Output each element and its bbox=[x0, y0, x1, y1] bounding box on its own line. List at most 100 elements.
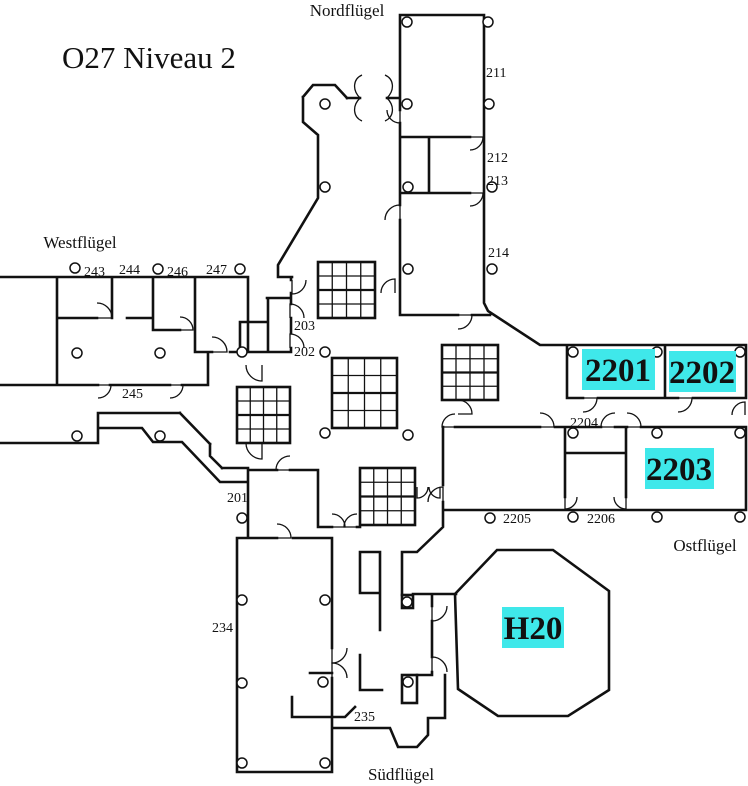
column-marker-circle bbox=[154, 430, 166, 442]
door-arc bbox=[289, 303, 305, 319]
room-label-2204: 2204 bbox=[570, 416, 598, 431]
room-label-203: 203 bbox=[294, 319, 315, 334]
stair-grid bbox=[330, 356, 399, 430]
column-marker-circle bbox=[236, 677, 248, 689]
column-marker-circle bbox=[402, 181, 414, 193]
door-arc bbox=[677, 397, 693, 413]
room-label-2206: 2206 bbox=[587, 512, 615, 527]
room-h20-label: H20 bbox=[504, 611, 563, 647]
wing-label-west: Westflügel bbox=[43, 233, 116, 252]
door-arc bbox=[431, 656, 448, 673]
room-label-212: 212 bbox=[487, 151, 508, 166]
door-arc bbox=[384, 204, 401, 221]
door-arc bbox=[416, 486, 429, 499]
column-marker-circle bbox=[567, 346, 579, 358]
room-label-244: 244 bbox=[119, 263, 140, 278]
column-marker-circle bbox=[319, 98, 331, 110]
column-marker-circle bbox=[401, 596, 413, 608]
page-title: O27 Niveau 2 bbox=[62, 40, 236, 75]
column-marker-circle bbox=[154, 347, 166, 359]
door-arc bbox=[275, 455, 291, 471]
door-arc bbox=[731, 401, 746, 416]
highlighted-rooms: 2201 2202 2203 H20 bbox=[502, 349, 736, 648]
door-arc bbox=[97, 384, 112, 399]
room-label-213: 213 bbox=[487, 174, 508, 189]
column-marker-circle bbox=[236, 594, 248, 606]
column-marker-circle bbox=[734, 346, 746, 358]
room-2203-label: 2203 bbox=[646, 452, 712, 488]
room-label-211: 211 bbox=[486, 66, 506, 81]
column-marker-circle bbox=[401, 16, 413, 28]
room-label-246: 246 bbox=[167, 265, 188, 280]
column-marker-circle bbox=[71, 430, 83, 442]
lecture-hall-h20-outline bbox=[453, 548, 611, 718]
door-arc bbox=[289, 333, 305, 349]
door-arc bbox=[386, 109, 401, 124]
column-marker-circle bbox=[236, 512, 248, 524]
column-marker-circle bbox=[319, 181, 331, 193]
column-marker-circle bbox=[567, 511, 579, 523]
room-label-2205: 2205 bbox=[503, 512, 531, 527]
column-marker-circle bbox=[319, 757, 331, 769]
room-label-214: 214 bbox=[488, 246, 509, 261]
door-arc bbox=[331, 513, 346, 528]
room-label-243: 243 bbox=[84, 265, 105, 280]
room-2203-highlight[interactable]: 2203 bbox=[645, 448, 714, 489]
door-arc bbox=[469, 136, 484, 151]
room-2202-highlight[interactable]: 2202 bbox=[669, 351, 736, 392]
door-arc bbox=[613, 496, 627, 510]
column-marker-circle bbox=[71, 347, 83, 359]
stair-elevator-grids bbox=[235, 260, 500, 527]
column-marker-circle bbox=[567, 427, 579, 439]
column-marker-circle bbox=[402, 429, 414, 441]
door-arc bbox=[343, 513, 358, 528]
column-marker-circle bbox=[236, 757, 248, 769]
column-marker-circle bbox=[402, 263, 414, 275]
room-2202-label: 2202 bbox=[669, 355, 735, 391]
column-marker-circle bbox=[319, 346, 331, 358]
door-arc bbox=[431, 605, 448, 622]
column-marker-circle bbox=[651, 427, 663, 439]
column-marker-circle bbox=[317, 676, 329, 688]
room-2201-highlight[interactable]: 2201 bbox=[582, 349, 655, 390]
door-arc bbox=[427, 486, 444, 503]
stair-grid bbox=[358, 466, 417, 527]
column-marker-circle bbox=[401, 98, 413, 110]
door-arc bbox=[211, 336, 228, 353]
door-swing-arcs bbox=[96, 109, 746, 679]
column-marker-circle bbox=[483, 98, 495, 110]
door-arc bbox=[331, 647, 348, 664]
column-marker-circle bbox=[152, 263, 164, 275]
door-arc bbox=[331, 662, 348, 679]
room-h20-highlight[interactable]: H20 bbox=[502, 607, 564, 648]
building-walls bbox=[0, 13, 748, 774]
room-label-235: 235 bbox=[354, 710, 375, 725]
column-marker-circle bbox=[319, 594, 331, 606]
door-arc bbox=[380, 278, 396, 294]
door-arc bbox=[457, 314, 473, 330]
door-arc bbox=[428, 486, 441, 499]
column-marker-circle bbox=[319, 427, 331, 439]
column-marker-circle bbox=[482, 16, 494, 28]
door-arc bbox=[469, 192, 484, 207]
door-arc bbox=[276, 523, 292, 539]
column-marker-circle bbox=[402, 676, 414, 688]
column-marker-circle bbox=[651, 511, 663, 523]
door-arc bbox=[179, 316, 194, 331]
double-swing-door bbox=[353, 74, 394, 122]
door-arc bbox=[457, 399, 473, 415]
column-marker-circle bbox=[234, 263, 246, 275]
room-label-245: 245 bbox=[122, 387, 143, 402]
stair-grid bbox=[316, 260, 377, 320]
door-arc bbox=[626, 412, 642, 428]
column-marker-circle bbox=[734, 511, 746, 523]
door-arc bbox=[169, 384, 184, 399]
door-arc bbox=[245, 364, 263, 382]
door-arc bbox=[582, 397, 598, 413]
stair-grid bbox=[235, 385, 292, 445]
door-arc bbox=[291, 279, 307, 295]
room-label-234: 234 bbox=[212, 621, 233, 636]
door-arc bbox=[441, 413, 456, 428]
